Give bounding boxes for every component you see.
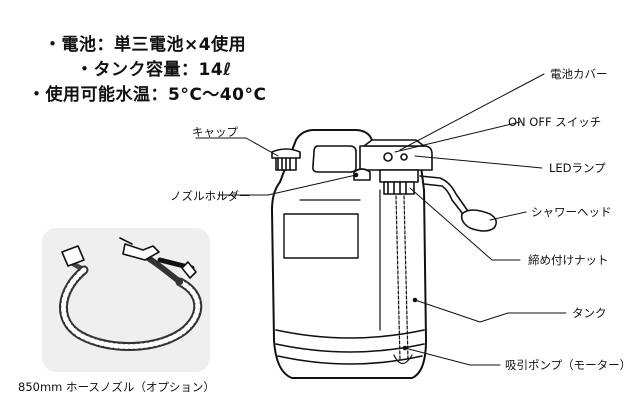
spec-batteries: ・電池：単三電池×4使用 — [44, 35, 247, 55]
label-battery-cover: 電池カバー — [550, 67, 608, 81]
shower-head-drawing — [419, 175, 498, 232]
label-cap: キャップ — [192, 125, 238, 139]
label-on-off-switch: ON OFF スイッチ — [508, 115, 602, 129]
spec-tank-capacity: ・タンク容量：14ℓ — [76, 60, 232, 80]
label-shower-head: シャワーヘッド — [531, 205, 612, 219]
label-tightening-nut: 締め付けナット — [528, 253, 609, 267]
label-tank: タンク — [572, 306, 607, 320]
hose-nozzle-caption: 850mm ホースノズル（オプション） — [18, 380, 215, 394]
pump-unit-drawing — [359, 139, 433, 195]
label-nozzle-holder: ノズルホルダー — [170, 189, 251, 203]
hose-nozzle-illustration — [59, 237, 203, 351]
label-suction-pump: 吸引ポンプ（モーター） — [505, 358, 632, 372]
spec-water-temperature: ・使用可能水温：5°C〜40°C — [28, 85, 267, 105]
leader-lines — [195, 73, 567, 366]
nozzle-holder-drawing — [353, 168, 371, 181]
cap-drawing — [271, 148, 301, 171]
label-led-lamp: LEDランプ — [549, 161, 606, 175]
